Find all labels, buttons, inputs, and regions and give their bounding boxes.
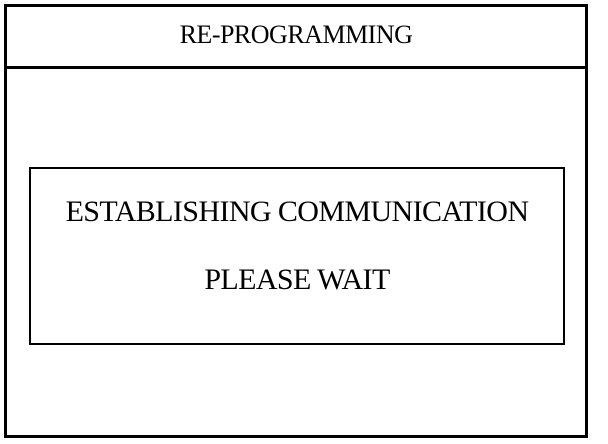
window-title: RE-PROGRAMMING — [179, 20, 413, 49]
status-message-box: ESTABLISHING COMMUNICATION PLEASE WAIT — [29, 167, 565, 345]
wait-message: PLEASE WAIT — [204, 263, 390, 296]
reprogramming-window: RE-PROGRAMMING ESTABLISHING COMMUNICATIO… — [4, 4, 588, 438]
status-message: ESTABLISHING COMMUNICATION — [65, 195, 529, 228]
title-bar: RE-PROGRAMMING — [7, 7, 585, 69]
